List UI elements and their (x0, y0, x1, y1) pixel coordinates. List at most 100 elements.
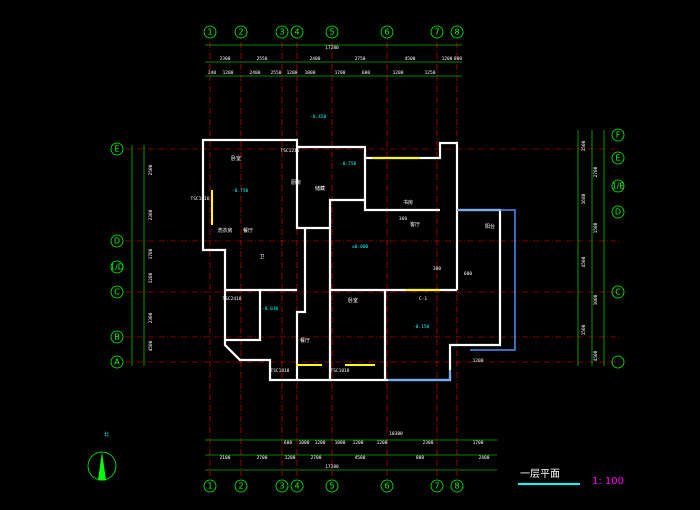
dim-top-row2: 240 (208, 70, 216, 76)
dim-right: 4500 (581, 256, 587, 267)
dim-top-row1: 2750 (355, 56, 366, 62)
axis-bubble-top (325, 25, 339, 39)
room-label: 卧室 (348, 297, 358, 304)
dim-top-row1: 2550 (257, 56, 268, 62)
axis-label-right: D (615, 208, 621, 217)
dim-right: 1500 (581, 140, 587, 151)
axis-bubble-right (611, 151, 625, 165)
axis-label-right: 1/E (612, 182, 625, 191)
north-label: 北 (104, 431, 109, 438)
axis-bubble-top (380, 25, 394, 39)
room-label: 卫 (259, 254, 264, 260)
axis-bubble-right (611, 355, 625, 369)
dim-left: 1200 (148, 272, 154, 283)
dim-bottom-row2: 2700 (257, 455, 268, 461)
dim-top-row1: 1200 (442, 56, 453, 62)
axis-bubble-bottom (325, 479, 339, 493)
dim-top-row2: 1700 (335, 70, 346, 76)
dim-right: 1500 (581, 324, 587, 335)
dim-top-row2: 2400 (250, 70, 261, 76)
axis-bubble-left (110, 330, 124, 344)
axis-label-left: B (114, 333, 120, 342)
wall-segment (328, 198, 365, 228)
wall-segment (297, 141, 459, 210)
axis-label-top: 6 (384, 28, 389, 37)
axis-bubble-right (611, 285, 625, 299)
axis-bubble-left (110, 285, 124, 299)
axis-label-top: 4 (294, 28, 299, 37)
dim-top-total: 17280 (325, 45, 339, 51)
room-label: 餐厅 (300, 337, 310, 344)
dim-bottom-row2: 4500 (355, 455, 366, 461)
axis-bubble-right (611, 179, 625, 193)
axis-bubble-bottom (234, 479, 248, 493)
axis-label-bottom: 1 (207, 482, 212, 491)
dim-bottom-row1: 1000 (299, 440, 310, 446)
dim-bottom-row1: 1200 (353, 440, 364, 446)
dim-top-row2: 1200 (223, 70, 234, 76)
axis-bubble-bottom (275, 479, 289, 493)
drawing-scale: 1: 100 (592, 476, 624, 487)
level-mark: -0.750 (232, 188, 249, 194)
plan-annotation: C-1 (419, 296, 427, 302)
dim-bottom-row1: 1200 (315, 440, 326, 446)
dim-right: 1680 (581, 193, 587, 204)
axis-bubble-left (110, 234, 124, 248)
axis-bubble-bottom (290, 479, 304, 493)
plan-annotation: 360 (399, 216, 407, 222)
room-label: 储藏 (315, 185, 325, 192)
axis-bubble-left (110, 355, 124, 369)
wall-segment (363, 158, 440, 212)
room-label: 卧室 (231, 155, 241, 162)
axis-bubble-bottom (430, 479, 444, 493)
dim-right: 1500 (593, 222, 599, 233)
dim-bottom-row2: 2100 (220, 455, 231, 461)
axis-label-left: E (114, 145, 119, 154)
axis-bubble-top (430, 25, 444, 39)
dim-bottom-row1: 1700 (473, 440, 484, 446)
axis-label-bottom: 6 (384, 482, 389, 491)
axis-bubble-bottom (450, 479, 464, 493)
dim-bottom-row1: 600 (284, 440, 292, 446)
axis-label-top: 8 (454, 28, 459, 37)
axis-label-right: F (616, 131, 621, 140)
dim-left: 4500 (148, 340, 154, 351)
level-mark: ±0.000 (352, 244, 369, 250)
axis-bubble-left (110, 142, 124, 156)
axis-bubble-left (110, 260, 124, 274)
dim-bottom-row2: 1200 (285, 455, 296, 461)
axis-bubble-top (275, 25, 289, 39)
dim-bottom-row2: 2700 (311, 455, 322, 461)
dim-bottom-row2: 800 (416, 455, 424, 461)
room-label: 厨房 (291, 179, 301, 186)
dim-right: 4500 (593, 350, 599, 361)
axis-bubble-top (290, 25, 304, 39)
bay-window-outline (388, 370, 451, 381)
axis-label-left: D (114, 237, 120, 246)
axis-label-top: 1 (207, 28, 212, 37)
room-label: 洗衣房 (217, 227, 232, 234)
plan-annotation: TSC1816 (191, 196, 210, 202)
level-mark: -0.030 (262, 306, 279, 312)
north-arrow-icon (87, 451, 117, 481)
wall-segment (225, 288, 262, 342)
dim-bottom-total: 17280 (325, 464, 339, 470)
wall-outlines (201, 138, 516, 382)
axis-label-right: C (615, 288, 621, 297)
room-label: 客厅 (410, 221, 420, 228)
dim-bottom-row2: 2400 (479, 455, 490, 461)
axis-bubble-bottom (380, 479, 394, 493)
dim-bottom-mid: 10300 (389, 431, 403, 437)
dim-top-row2: 1000 (305, 70, 316, 76)
dim-bottom-row1: 1200 (377, 440, 388, 446)
plan-annotation: 1200 (473, 358, 484, 364)
dim-top-row1: 800 (454, 56, 462, 62)
plan-annotation: TSC1818 (331, 368, 350, 374)
dim-right: 1000 (593, 294, 599, 305)
drawing-title: 一层平面 (520, 468, 560, 480)
axis-bubble-top (234, 25, 248, 39)
axis-label-top: 7 (434, 28, 439, 37)
